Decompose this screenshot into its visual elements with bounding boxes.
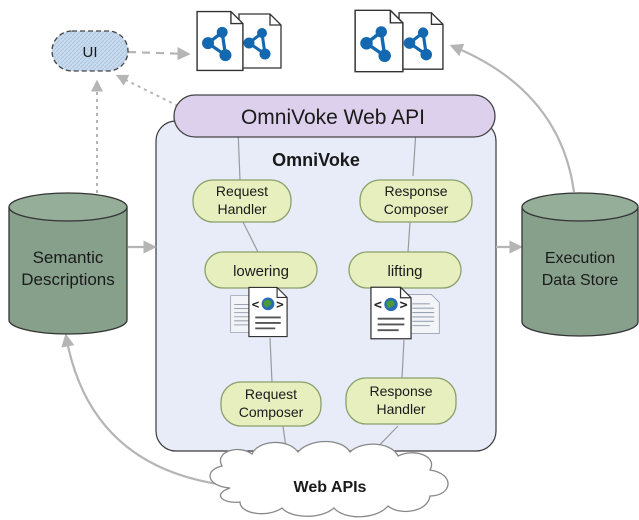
semantic-descriptions-line1: Semantic (33, 248, 104, 267)
response-composer-line1: Response (384, 183, 447, 199)
input-documents-group (196, 9, 282, 73)
request-handler-line2: Handler (217, 201, 266, 217)
lowering-label: lowering (233, 263, 289, 280)
internal-flow-lines (237, 129, 417, 463)
linked-data-document-icon (398, 11, 444, 71)
output-documents-group (354, 8, 444, 74)
response-handler-line2: Handler (376, 401, 425, 417)
request-handler-line1: Request (216, 183, 268, 199)
web-api-label: OmniVoke Web API (241, 106, 425, 129)
web-apis-cloud[interactable]: Web APIs (209, 440, 449, 518)
semantic-descriptions-store[interactable]: Semantic Descriptions (8, 192, 128, 335)
api-to-ui-arrow (115, 74, 179, 107)
request-composer[interactable]: Request Composer (220, 381, 322, 427)
ui-node[interactable] (51, 30, 129, 72)
web-apis-to-semantic-arrow (61, 333, 233, 488)
xml-web-document-icon (370, 286, 412, 340)
execution-data-store-line2: Data Store (542, 272, 619, 289)
request-composer-line1: Request (245, 386, 297, 402)
response-composer-line2: Composer (384, 201, 449, 217)
execution-data-store-line1: Execution (545, 250, 615, 267)
response-handler-line1: Response (369, 383, 432, 399)
response-handler[interactable]: Response Handler (345, 377, 457, 425)
core-title: OmniVoke (272, 150, 360, 170)
linked-data-document-icon (354, 8, 404, 74)
lifting-label: lifting (387, 263, 422, 280)
web-api-bar[interactable] (173, 94, 496, 138)
ui-to-docs-arrow (127, 47, 191, 61)
document-shadow-icon (408, 293, 440, 335)
lifting[interactable]: lifting (348, 251, 462, 289)
request-composer-line2: Composer (239, 404, 304, 420)
request-handler[interactable]: Request Handler (192, 179, 292, 223)
web-apis-label: Web APIs (294, 479, 367, 496)
datastore-to-docs-arrow (449, 43, 576, 193)
linked-data-document-icon (238, 12, 282, 70)
lowering[interactable]: lowering (204, 251, 318, 289)
linked-data-document-icon (196, 9, 244, 73)
response-composer[interactable]: Response Composer (359, 179, 473, 223)
ui-label: UI (83, 44, 98, 61)
semantic-descriptions-line2: Descriptions (21, 270, 115, 289)
xml-web-document-icon (248, 286, 288, 338)
execution-data-store[interactable]: Execution Data Store (521, 192, 639, 337)
